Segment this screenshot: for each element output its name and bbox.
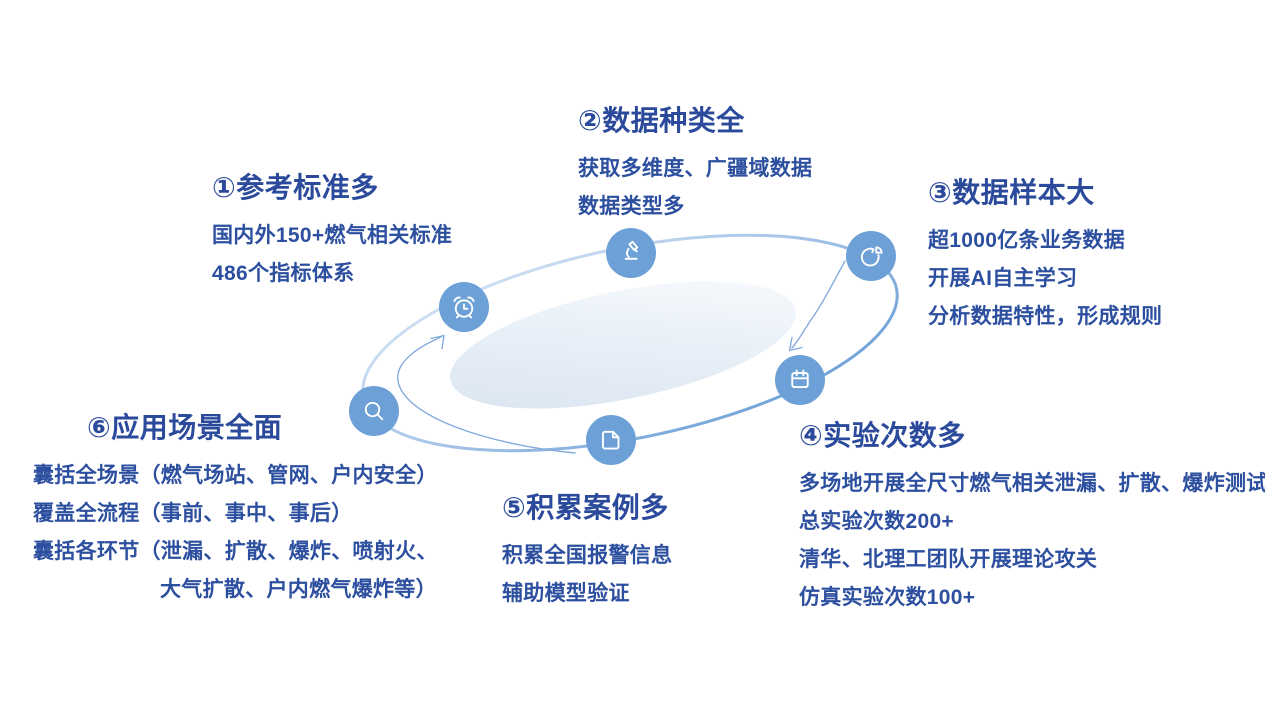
feature-title: ②数据种类全 xyxy=(578,105,745,136)
feature-line: 积累全国报警信息 xyxy=(502,544,673,567)
feature-experiment-count: ④实验次数多 多场地开展全尺寸燃气相关泄漏、扩散、爆炸测试 总实验次数200+ … xyxy=(799,419,1265,623)
feature-line: 辅助模型验证 xyxy=(502,582,630,605)
calendar-icon xyxy=(791,369,809,388)
feature-data-variety: ②数据种类全 获取多维度、广疆域数据 数据类型多 xyxy=(578,104,812,232)
inner-ellipse xyxy=(450,281,796,409)
feature-title: ⑤积累案例多 xyxy=(502,492,669,523)
microscope-icon xyxy=(624,240,639,260)
feature-line: 国内外150+燃气相关标准 xyxy=(212,224,453,247)
feature-line: 486个指标体系 xyxy=(212,262,355,285)
feature-accumulated-cases: ⑤积累案例多 积累全国报警信息 辅助模型验证 xyxy=(502,491,672,619)
alarm-clock-icon xyxy=(453,296,475,319)
microscope-badge xyxy=(606,228,656,278)
feature-title: ①参考标准多 xyxy=(212,172,379,203)
feature-line: 总实验次数200+ xyxy=(799,510,955,533)
alarm-clock-badge xyxy=(439,282,489,332)
calendar-badge xyxy=(775,355,825,405)
feature-line: 分析数据特性，形成规则 xyxy=(928,305,1163,328)
search-badge xyxy=(349,386,399,436)
feature-line: 囊括全场景（燃气场站、管网、户内安全） xyxy=(33,464,438,487)
feature-reference-standards: ①参考标准多 国内外150+燃气相关标准 486个指标体系 xyxy=(212,171,452,299)
feature-title: ⑥应用场景全面 xyxy=(87,412,283,443)
feature-line: 超1000亿条业务数据 xyxy=(928,229,1126,252)
feature-line: 开展AI自主学习 xyxy=(928,267,1078,290)
feature-line: 数据类型多 xyxy=(578,195,685,218)
feature-title: ③数据样本大 xyxy=(928,177,1095,208)
search-icon xyxy=(364,401,384,421)
feature-line: 获取多维度、广疆域数据 xyxy=(578,157,813,180)
document-icon xyxy=(602,430,620,450)
feature-application-scenarios: ⑥应用场景全面 囊括全场景（燃气场站、管网、户内安全） 覆盖全流程（事前、事中、… xyxy=(33,411,438,615)
feature-title: ④实验次数多 xyxy=(799,420,966,451)
feature-line: 多场地开展全尺寸燃气相关泄漏、扩散、爆炸测试 xyxy=(799,472,1265,495)
pie-chart-icon xyxy=(860,246,883,267)
feature-data-sample-size: ③数据样本大 超1000亿条业务数据 开展AI自主学习 分析数据特性，形成规则 xyxy=(928,176,1162,342)
flow-arrow-right xyxy=(788,260,846,352)
feature-line: 覆盖全流程（事前、事中、事后） xyxy=(33,502,353,525)
feature-line: 清华、北理工团队开展理论攻关 xyxy=(799,548,1098,571)
document-badge xyxy=(586,415,636,465)
feature-line: 囊括各环节（泄漏、扩散、爆炸、喷射火、 xyxy=(33,540,438,563)
feature-line: 大气扩散、户内燃气爆炸等） xyxy=(160,578,437,601)
flow-arrow-left xyxy=(397,334,576,454)
feature-line: 仿真实验次数100+ xyxy=(799,586,976,609)
pie-chart-badge xyxy=(846,231,896,281)
